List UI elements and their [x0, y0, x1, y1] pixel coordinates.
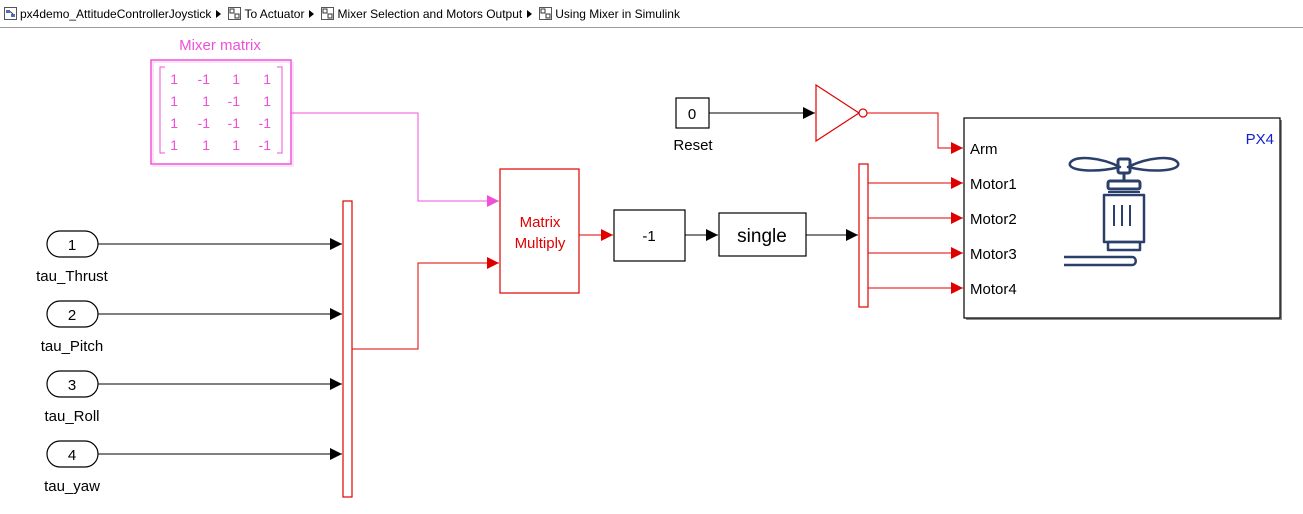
inport-label: tau_Roll	[44, 408, 99, 425]
matrix-cell: 1	[232, 137, 240, 153]
reset-constant-block[interactable]: 0	[675, 97, 710, 129]
subsystem-icon	[228, 7, 242, 20]
breadcrumb: px4demo_AttitudeControllerJoystick To Ac…	[0, 0, 1303, 28]
matrix-cell: 1	[170, 137, 178, 153]
breadcrumb-label: To Actuator	[244, 6, 305, 21]
matrix-cell: -1	[259, 115, 272, 131]
breadcrumb-item-mixer-selection[interactable]: Mixer Selection and Motors Output	[321, 7, 522, 21]
gain-value: -1	[642, 228, 655, 245]
breadcrumb-separator-icon	[309, 9, 315, 18]
inport-number: 2	[68, 307, 76, 324]
matrix-cell: 1	[170, 115, 178, 131]
reset-value: 0	[688, 106, 696, 123]
subsystem-icon	[539, 7, 553, 20]
diagram-canvas[interactable]: Mixer matrix 1 -1 1 1 1 1 -1 1 1 -1 -1 -…	[0, 29, 1303, 509]
matrix-cell: -1	[198, 71, 211, 87]
inport-number: 1	[68, 237, 76, 254]
matrix-cell: 1	[202, 93, 210, 109]
output-demux-block[interactable]	[858, 163, 869, 308]
input-mux-block[interactable]	[342, 200, 353, 498]
breadcrumb-label: Using Mixer in Simulink	[555, 6, 680, 21]
breadcrumb-label: px4demo_AttitudeControllerJoystick	[20, 6, 212, 21]
px4-title: PX4	[1246, 131, 1274, 148]
inport-number: 4	[68, 447, 76, 464]
convert-label: single	[737, 226, 787, 247]
inport-2[interactable]: 2	[46, 300, 99, 328]
signal-mixer-to-multiply[interactable]	[291, 112, 499, 207]
breadcrumb-label: Mixer Selection and Motors Output	[337, 6, 523, 21]
inport-4[interactable]: 4	[46, 440, 99, 468]
matrix-cell: 1	[170, 93, 178, 109]
breadcrumb-item-model[interactable]: px4demo_AttitudeControllerJoystick	[4, 7, 211, 21]
convert-single-block[interactable]: single	[718, 212, 807, 257]
mixer-matrix-values: 1 -1 1 1 1 1 -1 1 1 -1 -1 -1 1 1 1 -1	[170, 71, 271, 153]
signal-not-to-arm[interactable]	[867, 112, 963, 154]
matrix-multiply-label-2: Multiply	[515, 235, 566, 252]
signal-mux-to-multiply[interactable]	[352, 257, 499, 350]
reset-label: Reset	[673, 137, 713, 154]
model-icon	[4, 7, 17, 20]
matrix-cell: -1	[259, 137, 272, 153]
breadcrumb-item-using-mixer[interactable]: Using Mixer in Simulink	[539, 7, 680, 21]
matrix-cell: -1	[228, 115, 241, 131]
px4-port-motor2: Motor2	[970, 211, 1017, 228]
matrix-cell: 1	[232, 71, 240, 87]
inport-label: tau_Pitch	[41, 338, 104, 355]
breadcrumb-separator-icon	[216, 9, 222, 18]
motor-propeller-icon	[1064, 156, 1180, 267]
matrix-cell: 1	[170, 71, 178, 87]
px4-port-motor4: Motor4	[970, 281, 1017, 298]
inport-number: 3	[68, 377, 76, 394]
matrix-multiply-block[interactable]: Matrix Multiply	[499, 168, 580, 294]
gain-block[interactable]: -1	[613, 209, 686, 262]
mixer-matrix-block[interactable]: 1 -1 1 1 1 1 -1 1 1 -1 -1 -1 1 1 1 -1	[150, 59, 294, 167]
diagram-svg: Mixer matrix 1 -1 1 1 1 1 -1 1 1 -1 -1 -…	[36, 37, 1282, 498]
logical-not-block[interactable]	[815, 83, 868, 143]
matrix-cell: 1	[263, 71, 271, 87]
subsystem-icon	[321, 7, 335, 20]
matrix-cell: 1	[263, 93, 271, 109]
px4-port-motor1: Motor1	[970, 176, 1017, 193]
mixer-matrix-title: Mixer matrix	[179, 37, 261, 54]
breadcrumb-item-to-actuator[interactable]: To Actuator	[228, 7, 304, 21]
matrix-cell: 1	[202, 137, 210, 153]
matrix-cell: -1	[228, 93, 241, 109]
px4-output-block[interactable]: PX4 Arm Motor1 Motor2 Motor3 Motor4	[963, 117, 1282, 320]
matrix-multiply-label-1: Matrix	[520, 214, 561, 231]
breadcrumb-separator-icon	[527, 9, 533, 18]
inport-3[interactable]: 3	[46, 370, 99, 398]
matrix-cell: -1	[198, 115, 211, 131]
inport-label: tau_yaw	[44, 478, 100, 495]
px4-port-arm: Arm	[970, 141, 998, 158]
px4-port-motor3: Motor3	[970, 246, 1017, 263]
inport-label: tau_Thrust	[36, 268, 109, 285]
inport-1[interactable]: 1	[46, 230, 99, 258]
